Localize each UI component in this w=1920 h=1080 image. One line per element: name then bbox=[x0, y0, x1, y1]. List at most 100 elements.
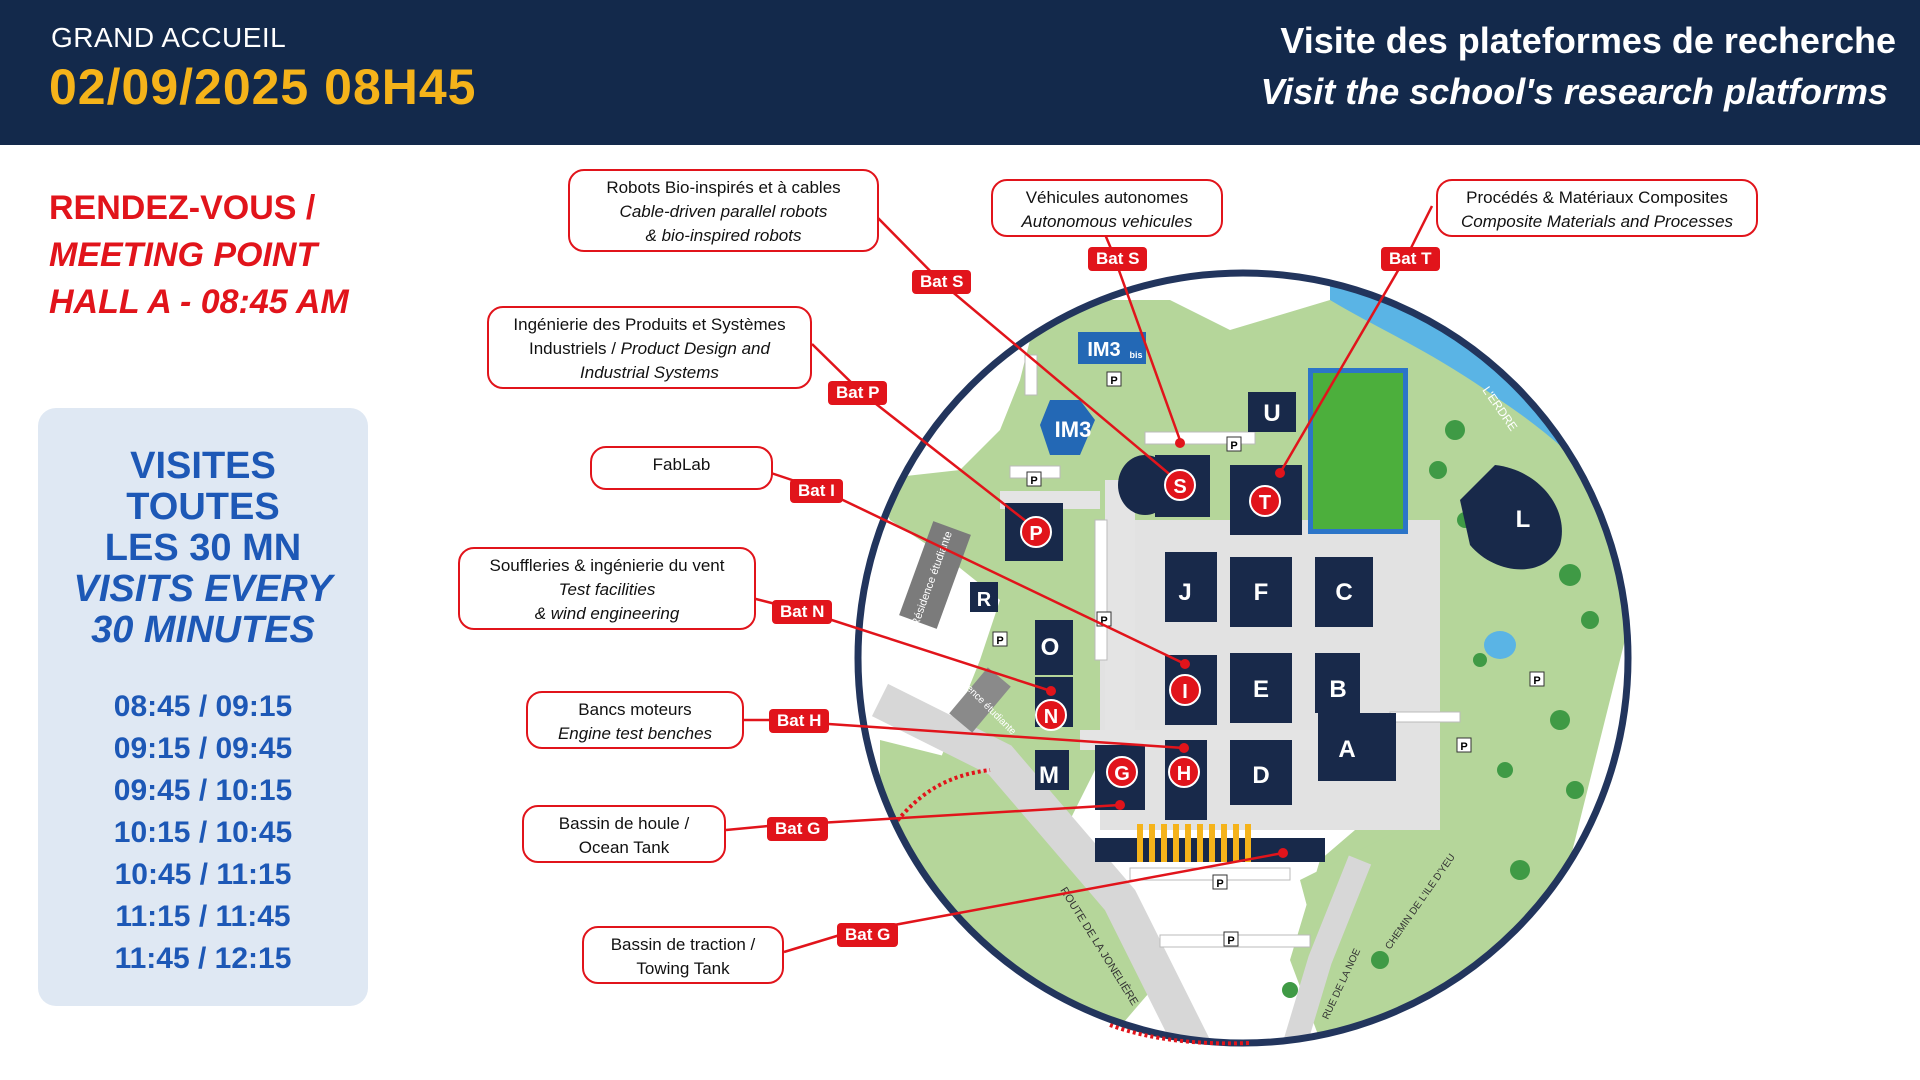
meeting-line-1: RENDEZ-VOUS / bbox=[49, 189, 316, 227]
building-label-d: D bbox=[1252, 762, 1269, 789]
marker-n-badge: N bbox=[1035, 699, 1067, 731]
visits-line-2: TOUTES bbox=[126, 486, 280, 528]
callout-composites: Procédés & Matériaux Composites Composit… bbox=[1436, 179, 1758, 237]
time-slot: 09:45 / 10:15 bbox=[113, 774, 293, 807]
tag-bat-h: Bat H bbox=[769, 709, 830, 733]
marker-s-badge: S bbox=[1164, 469, 1196, 501]
marker-h: H bbox=[1177, 763, 1191, 785]
time-slot: 08:45 / 09:15 bbox=[113, 690, 293, 723]
parking-icon: P bbox=[1100, 615, 1107, 627]
callout-product-design: Ingénierie des Produits et Systèmes Indu… bbox=[487, 306, 812, 389]
marker-p: P bbox=[1029, 523, 1042, 545]
building-label-a: A bbox=[1338, 736, 1355, 763]
parking-icon: P bbox=[1227, 935, 1234, 947]
visit-schedule-panel: VISITES TOUTES LES 30 MN VISITS EVERY 30… bbox=[38, 408, 368, 1006]
visits-line-4: VISITS EVERY bbox=[73, 568, 333, 610]
marker-t-badge: T bbox=[1249, 485, 1281, 517]
building-label-m: M bbox=[1039, 762, 1059, 789]
callout-engine: Bancs moteurs Engine test benches bbox=[526, 691, 744, 749]
building-r bbox=[970, 582, 998, 612]
parking-icon: P bbox=[996, 635, 1003, 647]
visits-line-3: LES 30 MN bbox=[104, 527, 302, 569]
marker-t: T bbox=[1259, 492, 1271, 514]
time-slot: 11:15 / 11:45 bbox=[115, 900, 291, 933]
map-border bbox=[854, 269, 1632, 1047]
building-o bbox=[1035, 620, 1073, 675]
rail-line-bottom bbox=[1109, 1023, 1251, 1046]
page-subtitle: Visit the school's research platforms bbox=[1260, 71, 1888, 112]
event-date: 02/09/2025 08H45 bbox=[49, 59, 477, 115]
tag-bat-g-ocean: Bat G bbox=[767, 817, 829, 841]
callout-engine-fr: Bancs moteurs bbox=[578, 700, 692, 719]
tag-bat-s-vehicles: Bat S bbox=[1088, 247, 1148, 271]
building-m bbox=[1035, 750, 1069, 790]
callout-robots-en: Cable-driven parallel robots bbox=[619, 202, 828, 221]
time-slot: 09:15 / 09:45 bbox=[113, 732, 293, 765]
callout-vehicles-en: Autonomous vehicules bbox=[1021, 212, 1193, 231]
building-im3 bbox=[1040, 400, 1095, 455]
header-banner: GRAND ACCUEIL 02/09/2025 08H45 Visite de… bbox=[0, 0, 1920, 145]
callout-product-en: Product Design and bbox=[620, 339, 770, 358]
page-title: Visite des plateformes de recherche bbox=[1280, 20, 1896, 61]
residence-building bbox=[899, 521, 971, 629]
callout-robots-en-2: & bio-inspired robots bbox=[645, 226, 802, 245]
callout-wind-en: Test facilities bbox=[558, 580, 656, 599]
callout-towing-fr: Bassin de traction / bbox=[610, 935, 756, 954]
callout-fablab-label: FabLab bbox=[652, 455, 711, 474]
callout-vehicles: Véhicules autonomes Autonomous vehicules bbox=[991, 179, 1223, 237]
callout-ocean-tank: Bassin de houle / Ocean Tank bbox=[522, 805, 726, 863]
marker-p-badge: P bbox=[1020, 516, 1052, 548]
callout-product-en-2: Industrial Systems bbox=[580, 363, 719, 382]
tag-bat-g-towing: Bat G bbox=[837, 923, 899, 947]
road-route bbox=[871, 683, 1217, 1043]
callout-composites-en: Composite Materials and Processes bbox=[1460, 212, 1734, 231]
time-slot: 10:45 / 11:15 bbox=[114, 858, 292, 891]
building-label-im3bis: IM3 bbox=[1087, 339, 1120, 361]
sports-field bbox=[1313, 373, 1403, 529]
building-d bbox=[1230, 740, 1292, 805]
building-label-f: F bbox=[1254, 579, 1269, 606]
callout-robots-fr: Robots Bio-inspirés et à cables bbox=[606, 178, 841, 197]
callout-towing-tank: Bassin de traction / Towing Tank bbox=[582, 926, 784, 984]
parking-icon: P bbox=[1533, 675, 1540, 687]
marker-g: G bbox=[1114, 763, 1130, 785]
building-label-b: B bbox=[1329, 676, 1346, 703]
callout-robots: Robots Bio-inspirés et à cables Cable-dr… bbox=[568, 169, 879, 252]
callout-fablab: FabLab bbox=[590, 446, 773, 490]
building-j bbox=[1165, 552, 1217, 622]
callout-wind-en-2: & wind engineering bbox=[534, 604, 680, 623]
time-slot: 10:15 / 10:45 bbox=[113, 816, 293, 849]
building-a bbox=[1318, 713, 1396, 781]
building-label-o: O bbox=[1041, 634, 1060, 661]
building-im3bis bbox=[1078, 332, 1146, 364]
tag-bat-n: Bat N bbox=[772, 600, 833, 624]
pond bbox=[1484, 631, 1516, 659]
meeting-line-3: HALL A - 08:45 AM bbox=[49, 283, 349, 321]
callout-engine-en: Engine test benches bbox=[557, 724, 713, 743]
building-label-u: U bbox=[1263, 400, 1280, 427]
callout-wind-fr: Souffleries & ingénierie du vent bbox=[489, 556, 725, 575]
building-e bbox=[1230, 653, 1292, 723]
parking-icon: P bbox=[1030, 475, 1037, 487]
towing-tank-stripes bbox=[1137, 824, 1251, 862]
meeting-line-2: MEETING POINT bbox=[49, 236, 318, 274]
building-label-r: R bbox=[977, 589, 992, 611]
callout-product-fr: Ingénierie des Produits et Systèmes bbox=[513, 315, 786, 334]
callout-ocean-fr: Bassin de houle / bbox=[558, 814, 690, 833]
building-label-c: C bbox=[1335, 579, 1352, 606]
callout-ocean-en: Ocean Tank bbox=[578, 838, 670, 857]
building-label-l: L bbox=[1516, 506, 1531, 533]
tag-bat-s-robots: Bat S bbox=[912, 270, 972, 294]
parking-icon: P bbox=[1230, 440, 1237, 452]
callout-product-fr-2: Industriels / bbox=[529, 339, 621, 358]
parking-icon: P bbox=[1110, 375, 1117, 387]
visits-line-1: VISITES bbox=[130, 445, 276, 487]
building-f bbox=[1230, 557, 1292, 627]
marker-h-badge: H bbox=[1168, 756, 1200, 788]
building-label-e: E bbox=[1253, 676, 1269, 703]
visits-line-5: 30 MINUTES bbox=[91, 609, 315, 651]
parking-icon: P bbox=[1216, 878, 1223, 890]
callout-towing-en: Towing Tank bbox=[636, 959, 730, 978]
road-chemin bbox=[1278, 855, 1372, 1043]
